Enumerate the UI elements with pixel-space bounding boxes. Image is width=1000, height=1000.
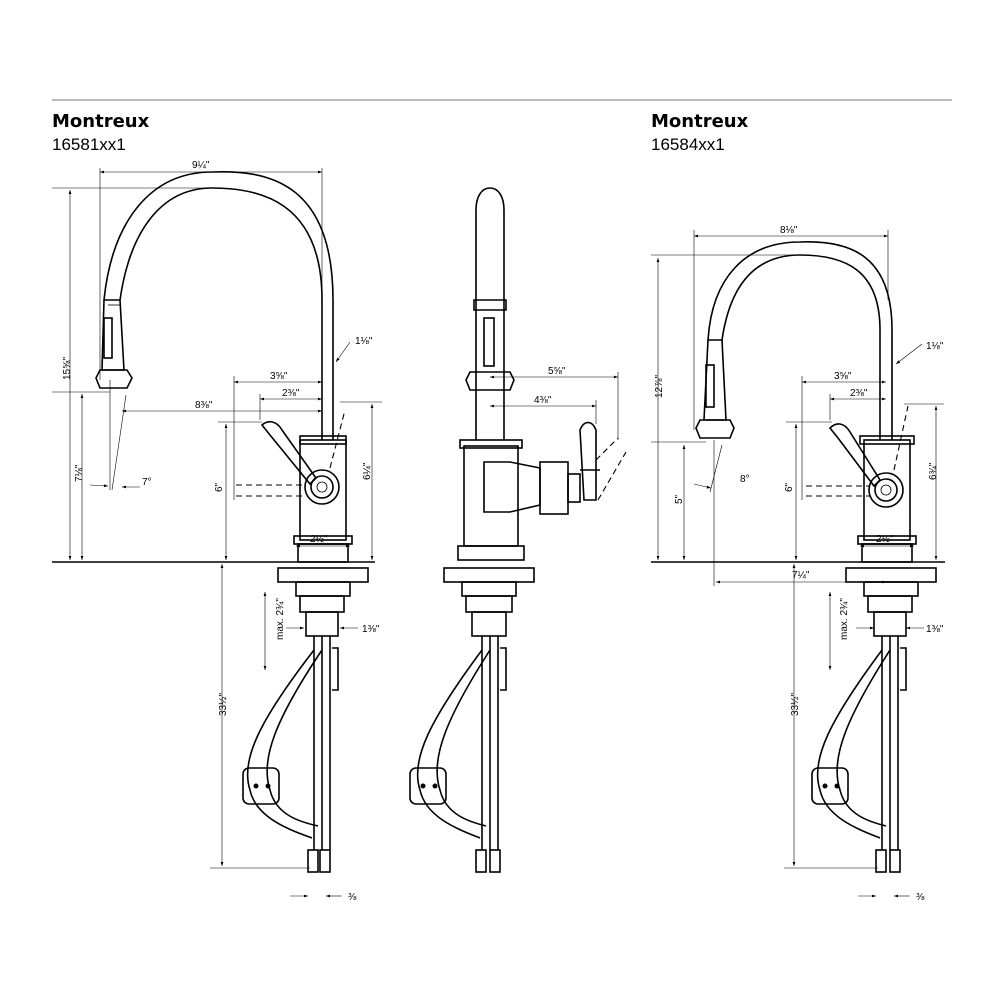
left-dim-overall-reach: 9¼"	[192, 159, 210, 171]
right-dim-base-diameter: 2½"	[876, 534, 894, 545]
right-lever	[828, 423, 882, 488]
right-dim-lever-height: 6¾"	[928, 462, 939, 480]
left-lever	[260, 420, 318, 486]
left-dim-deck-max: max. 2¾"	[275, 598, 286, 640]
right-hose-weight	[811, 767, 849, 805]
left-dim-spout-reach: 8⅜"	[195, 400, 213, 411]
right-dim-spray-angle: 8°	[740, 474, 750, 485]
middle-hose-weight	[409, 767, 447, 805]
left-dim-handle-reach: 3⅝"	[270, 371, 288, 382]
right-dim-deck-max: max. 2¾"	[839, 598, 850, 640]
left-dim-spray-height: 7⅛"	[74, 464, 85, 482]
right-dim-hose-length: 33½"	[790, 693, 801, 716]
middle-faucet-side-view: 5⅝" 4⅜"	[409, 187, 627, 873]
left-model-number: 16581xx1	[52, 135, 126, 154]
left-dim-shank-diameter: 1⅜"	[362, 624, 380, 635]
left-dim-hose-length: 33½"	[218, 693, 229, 716]
middle-body	[463, 445, 519, 547]
right-model-number: 16584xx1	[651, 135, 725, 154]
right-body	[863, 439, 911, 541]
right-series-title: Montreux	[651, 111, 749, 132]
right-dim-spout-reach: 7¼"	[792, 569, 810, 581]
middle-mount-plate	[443, 567, 535, 583]
right-spout	[721, 254, 881, 440]
left-dim-lever-height: 6¼"	[361, 462, 373, 480]
middle-dim-handle-offset: 4⅜"	[534, 395, 552, 406]
left-dim-base-diameter: 2½"	[310, 534, 328, 545]
left-spray-head	[101, 299, 125, 371]
right-dim-spray-height: 5"	[674, 494, 685, 504]
right-dim-handle-depth: 2⅜"	[850, 388, 868, 399]
left-mount-plate	[277, 567, 369, 583]
right-mount-plate	[845, 567, 937, 583]
left-dim-spout-diameter: 1⅛"	[355, 336, 373, 347]
left-dim-connection: ⅜	[348, 892, 357, 903]
right-dim-shank-diameter: 1⅜"	[926, 624, 944, 635]
right-spray-head	[703, 339, 727, 421]
left-faucet: 9¼" 15⅝" 7⅛" 7° 8⅜" 3⅝" 2⅜" 1⅛" 6" 6¼" 2…	[52, 159, 382, 903]
left-dim-handle-depth: 2⅜"	[282, 388, 300, 399]
left-body	[299, 439, 347, 541]
left-dim-handle-height: 6"	[214, 482, 225, 492]
left-series-title: Montreux	[52, 111, 150, 132]
right-dim-handle-height: 6"	[784, 482, 795, 492]
left-handle-hub	[304, 469, 340, 505]
right-dim-overall-height: 12⅞"	[654, 375, 665, 398]
left-connectors	[307, 849, 319, 873]
right-handle-hub	[868, 472, 904, 508]
middle-handle-hub	[539, 461, 569, 515]
middle-spout	[475, 187, 505, 440]
right-dim-connection: ⅜	[916, 892, 925, 903]
middle-lever	[579, 421, 597, 501]
right-dim-spout-diameter: 1⅛"	[926, 341, 944, 352]
right-dim-overall-reach: 8⅛"	[780, 225, 798, 236]
left-spout	[119, 187, 323, 440]
left-dim-overall-height: 15⅝"	[62, 357, 73, 380]
left-mount-nut	[299, 595, 345, 613]
right-dim-handle-reach: 3⅝"	[834, 371, 852, 382]
right-faucet: 8⅛" 12⅞" 5" 8° 3⅝" 2⅜" 1⅛" 6" 6¾" 2½" 7¼…	[651, 225, 945, 903]
middle-dim-lever-reach: 5⅝"	[548, 366, 566, 377]
left-dim-spray-angle: 7°	[142, 477, 152, 488]
left-hose-weight	[242, 767, 280, 805]
